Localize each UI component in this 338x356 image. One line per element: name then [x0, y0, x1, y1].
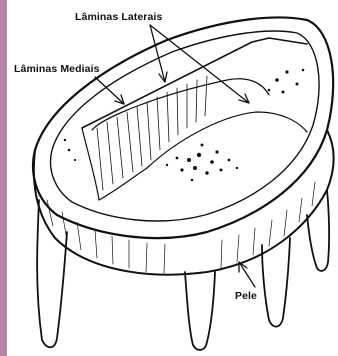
- label-pele: Pele: [235, 290, 257, 302]
- hoof-leg-center: [185, 272, 215, 350]
- pointer-mediais: [95, 77, 124, 104]
- pointer-pele: [239, 262, 255, 287]
- hoof-wall-inner-edge: [51, 31, 320, 221]
- hoof-cross-section-illustration: [7, 0, 338, 356]
- label-laminas-laterais: Lâminas Laterais: [75, 11, 162, 23]
- pointer-laterais-left: [150, 25, 165, 82]
- label-laminas-mediais: Lâminas Mediais: [14, 63, 100, 75]
- diagram-canvas: Lâminas Laterais Lâminas Mediais Pele: [7, 0, 338, 356]
- hoof-leg-right-b: [307, 190, 329, 271]
- pointer-laterais-right: [150, 25, 249, 103]
